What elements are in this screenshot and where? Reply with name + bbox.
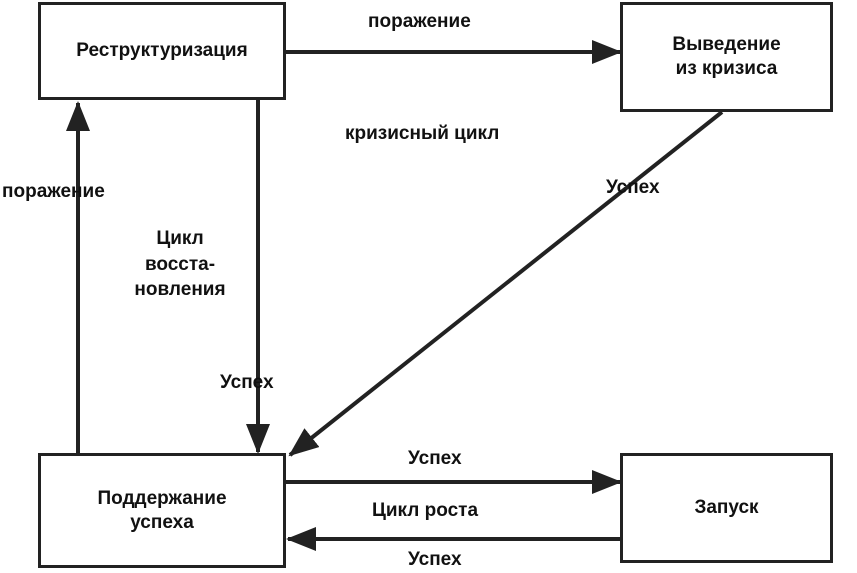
node-crisis-exit-line1: Выведение [672, 34, 781, 56]
node-success-support: Поддержание успеха [38, 453, 286, 568]
label-left-defeat: поражение [2, 181, 105, 202]
label-recovery-cycle: Цикл восста- новления [120, 226, 240, 303]
label-growth-bottom-success: Успех [408, 549, 462, 570]
label-recovery-line1: Цикл [156, 228, 204, 249]
label-growth-cycle: Цикл роста [372, 500, 479, 521]
label-diagonal-success: Успех [606, 177, 660, 198]
node-success-support-line1: Поддержание [97, 487, 227, 509]
node-crisis-exit-line2: из кризиса [675, 58, 778, 79]
label-recovery-line3: новления [134, 279, 226, 301]
label-crisis-cycle: кризисный цикл [345, 123, 500, 144]
node-restructuring: Реструктуризация [38, 2, 286, 100]
node-crisis-exit: Выведение из кризиса [620, 2, 833, 112]
label-growth-top-success: Успех [408, 448, 462, 469]
label-recovery-line2: восста- [144, 253, 216, 275]
node-launch: Запуск [620, 453, 833, 563]
node-success-support-line2: успеха [130, 511, 194, 533]
label-recovery-success: Успех [220, 372, 274, 393]
arrow-crisis-exit-to-success-support [288, 110, 724, 457]
node-launch-label: Запуск [694, 497, 759, 519]
node-restructuring-label: Реструктуризация [76, 40, 248, 62]
label-top-defeat: поражение [368, 11, 471, 32]
